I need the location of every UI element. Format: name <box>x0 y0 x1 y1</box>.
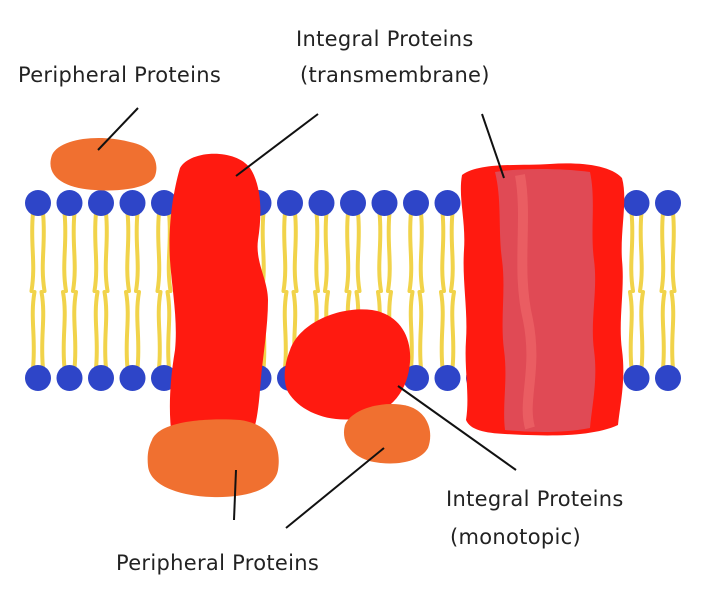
lipid-head <box>56 365 83 391</box>
lipid-tail <box>440 211 446 293</box>
lipid-head <box>308 190 335 216</box>
label-integral-proteins-transmembrane: Integral Proteins <box>296 27 474 51</box>
lipid-head <box>88 365 114 391</box>
label-monotopic-qualifier: (monotopic) <box>450 525 581 549</box>
lipid-tail <box>102 290 109 370</box>
label-transmembrane-qualifier: (transmembrane) <box>300 63 490 87</box>
leader-lines <box>97 107 517 529</box>
lipid-tail <box>439 290 445 370</box>
lipid-head <box>623 365 650 391</box>
lipid-tail <box>165 290 172 370</box>
lipid-tail <box>314 211 320 293</box>
lipid-tail <box>61 290 67 370</box>
lipid-tail <box>39 290 46 370</box>
lipid-tail <box>450 290 456 370</box>
lipid-tail <box>281 211 288 293</box>
lipid-head <box>56 190 83 216</box>
lipid-head <box>151 190 177 216</box>
lipid-head <box>403 365 429 391</box>
lipid-tail <box>103 211 110 293</box>
lipid-tail <box>418 211 425 293</box>
lipid-tail <box>62 211 68 293</box>
lipid-tail <box>629 211 635 293</box>
lipid-head <box>151 365 177 391</box>
lipid-tail <box>417 290 424 370</box>
peripheral-protein-bottom-right <box>343 404 431 464</box>
peripheral-protein-top <box>50 138 157 191</box>
lipid-head <box>277 190 303 216</box>
lipid-tail <box>449 211 455 293</box>
lipid-tail <box>323 211 329 293</box>
lipid-head <box>25 365 51 391</box>
lipid-tail <box>135 290 141 370</box>
integral-protein-transmembrane-left <box>169 153 268 449</box>
lipid-tail <box>639 290 645 370</box>
lipid-tail <box>292 211 299 293</box>
lipid-tail <box>344 211 351 293</box>
lipid-tail <box>72 290 78 370</box>
lipid-tail <box>638 211 644 293</box>
lipid-tail <box>377 211 383 293</box>
lipid-tail <box>29 211 36 293</box>
lipid-head <box>655 190 681 216</box>
peripheral-protein-bottom-left <box>147 419 279 498</box>
integral-protein-transmembrane-right <box>460 163 625 436</box>
lipid-head <box>340 190 366 216</box>
lipid-tail <box>155 211 162 293</box>
lipid-head <box>119 190 146 216</box>
lipid-tail <box>93 290 100 370</box>
integral-protein-monotopic <box>284 309 411 420</box>
lipid-head <box>623 190 650 216</box>
label-integral-proteins-monotopic: Integral Proteins <box>446 487 624 511</box>
lipid-tail <box>659 211 666 293</box>
lipid-head <box>25 190 51 216</box>
lipid-head <box>88 190 114 216</box>
lipid-tail <box>124 290 130 370</box>
lipid-head <box>434 190 461 216</box>
lipid-tail <box>669 290 676 370</box>
lipid-tail <box>660 290 667 370</box>
lipid-tail <box>628 290 634 370</box>
lipid-head <box>655 365 681 391</box>
lipid-head <box>434 365 461 391</box>
lipid-tail <box>407 211 414 293</box>
lipid-tail <box>355 211 362 293</box>
lipid-tail <box>166 211 173 293</box>
lipid-tail <box>386 211 392 293</box>
lipid-head <box>119 365 146 391</box>
lipid-tail <box>125 211 131 293</box>
lipid-head <box>403 190 429 216</box>
lipid-tail <box>282 290 289 370</box>
lipid-tail <box>156 290 163 370</box>
label-peripheral-proteins-top: Peripheral Proteins <box>18 63 221 87</box>
lipid-tail <box>670 211 677 293</box>
lipid-tail <box>92 211 99 293</box>
lipid-head <box>371 190 398 216</box>
lipid-tail <box>408 290 415 370</box>
lipid-tail <box>71 211 77 293</box>
lipid-tail <box>30 290 37 370</box>
label-peripheral-proteins-bottom: Peripheral Proteins <box>116 551 319 575</box>
lipid-tail <box>40 211 47 293</box>
lipid-tail <box>134 211 140 293</box>
